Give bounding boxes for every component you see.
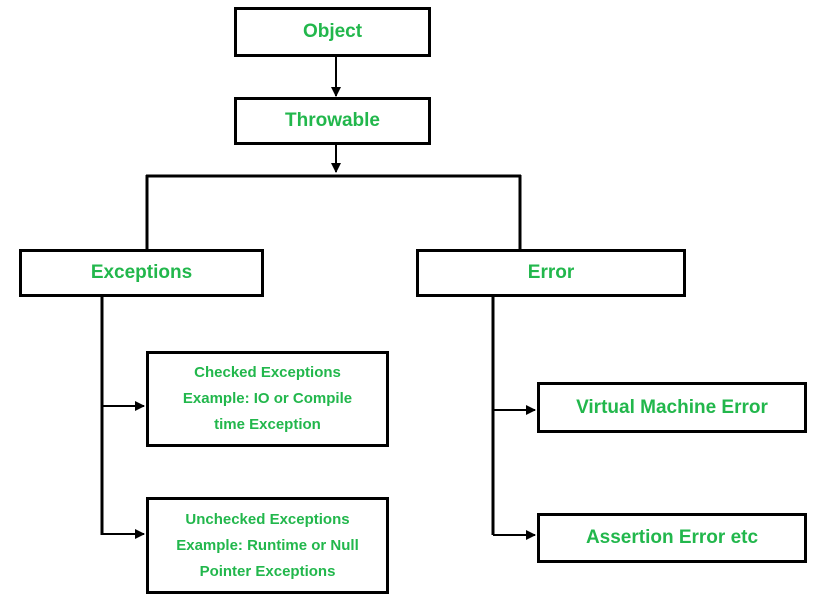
- node-assertion-error-label: Assertion Error etc: [585, 527, 759, 548]
- node-throwable: Throwable: [234, 97, 431, 145]
- node-exceptions-label: Exceptions: [90, 262, 193, 283]
- node-vm-error-label: Virtual Machine Error: [576, 396, 768, 418]
- node-checked-exceptions: Checked Exceptions Example: IO or Compil…: [146, 351, 389, 447]
- node-error: Error: [416, 249, 686, 297]
- node-object: Object: [234, 7, 431, 57]
- node-error-label: Error: [527, 262, 575, 283]
- node-unchecked-exceptions: Unchecked Exceptions Example: Runtime or…: [146, 497, 389, 594]
- node-object-label: Object: [302, 21, 363, 42]
- node-unchecked-exceptions-label: Unchecked Exceptions Example: Runtime or…: [176, 510, 359, 580]
- node-vm-error: Virtual Machine Error: [537, 382, 807, 433]
- node-assertion-error: Assertion Error etc: [537, 513, 807, 563]
- node-checked-exceptions-label: Checked Exceptions Example: IO or Compil…: [182, 364, 353, 433]
- node-throwable-label: Throwable: [284, 110, 380, 131]
- node-exceptions: Exceptions: [19, 249, 264, 297]
